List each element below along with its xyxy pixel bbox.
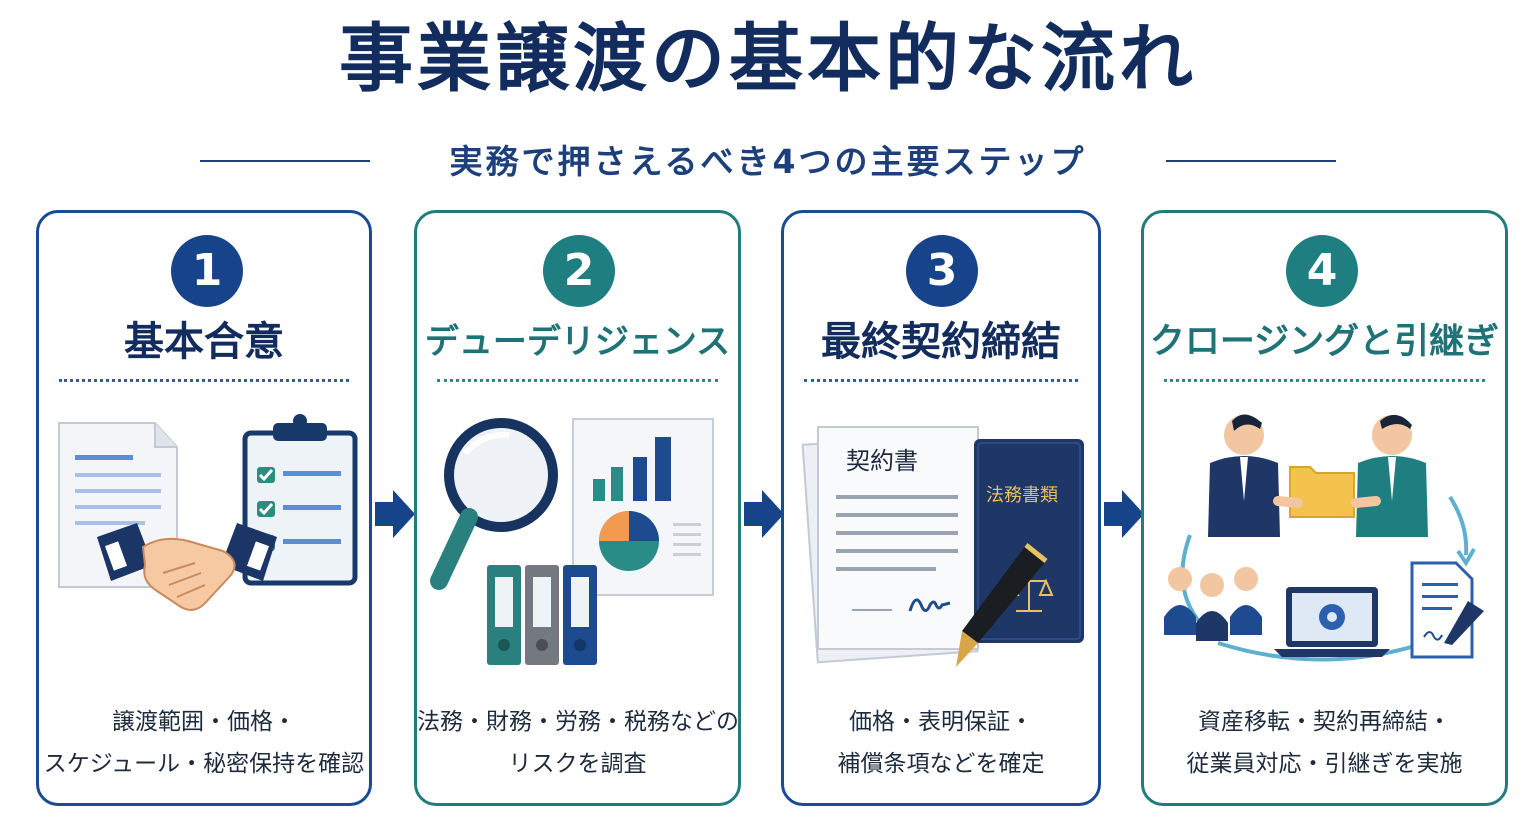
magnifier-icon	[430, 418, 558, 590]
subtitle-rule-left	[200, 160, 370, 162]
handshake-icon	[97, 523, 277, 611]
step-number-3: 3	[906, 235, 978, 307]
step-card-4: 4 クロージングと引継ぎ	[1141, 210, 1508, 806]
step-title-2: デューデリジェンス	[424, 322, 731, 362]
step-illustration-1	[58, 414, 358, 611]
step-description-1-line-1: 譲渡範囲・価格・	[112, 709, 296, 735]
step-arrow-1	[375, 490, 415, 538]
step-divider-1	[59, 379, 349, 382]
step-description-2-line-1: 法務・財務・労務・税務などの	[417, 709, 739, 735]
step-title-3: 最終契約締結	[821, 319, 1061, 365]
step-description-2: 法務・財務・労務・税務などの リスクを調査	[417, 701, 739, 785]
step-illustration-4	[1164, 414, 1484, 662]
step-description-3-line-2: 補償条項などを確定	[837, 751, 1045, 777]
step-arrow-3	[1104, 490, 1144, 538]
step-description-4-line-2: 従業員対応・引継ぎを実施	[1186, 751, 1463, 777]
step-title-4: クロージングと引継ぎ	[1149, 322, 1500, 362]
step-description-4-line-1: 資産移転・契約再締結・	[1198, 709, 1451, 735]
contract-document-icon: 契約書	[801, 426, 979, 664]
employees-icon	[1164, 567, 1262, 641]
step-description-3: 価格・表明保証・ 補償条項などを確定	[784, 701, 1098, 785]
step-description-3-line-1: 価格・表明保証・	[849, 709, 1033, 735]
folder-handover-icon	[1208, 414, 1428, 537]
pie-chart-icon	[599, 511, 659, 571]
contract-label: 契約書	[846, 447, 918, 475]
page-subtitle: 実務で押さえるべき4つの主要ステップ	[449, 142, 1087, 181]
step-description-1: 譲渡範囲・価格・ スケジュール・秘密保持を確認	[39, 701, 369, 785]
step-illustration-3: 契約書 法務書類	[801, 426, 1084, 667]
step-number-4: 4	[1286, 235, 1358, 307]
subtitle-rule-right	[1166, 160, 1336, 162]
step-description-1-line-2: スケジュール・秘密保持を確認	[43, 751, 365, 777]
binders-icon	[487, 565, 597, 665]
laptop-gear-icon	[1274, 587, 1390, 657]
step-divider-2	[437, 379, 718, 382]
step-description-4: 資産移転・契約再締結・ 従業員対応・引継ぎを実施	[1144, 701, 1505, 785]
step-divider-4	[1164, 379, 1485, 382]
step-number-2: 2	[543, 235, 615, 307]
step-divider-3	[804, 379, 1078, 382]
step-description-2-line-2: リスクを調査	[508, 751, 647, 777]
step-number-1: 1	[171, 235, 243, 307]
step-title-1: 基本合意	[124, 319, 284, 365]
book-label: 法務書類	[986, 485, 1058, 506]
page-title: 事業譲渡の基本的な流れ	[339, 16, 1197, 102]
step-card-2: 2 デューデリジェンス	[414, 210, 741, 806]
signed-document-icon	[1410, 561, 1484, 659]
step-card-1: 1 基本合意	[36, 210, 372, 806]
fountain-pen-icon	[956, 543, 1048, 667]
subtitle-row: 実務で押さえるべき4つの主要ステップ	[0, 140, 1536, 184]
step-arrow-2	[744, 490, 784, 538]
step-illustration-2	[430, 418, 714, 665]
step-card-3: 3 最終契約締結 契約書 法務書類	[781, 210, 1101, 806]
